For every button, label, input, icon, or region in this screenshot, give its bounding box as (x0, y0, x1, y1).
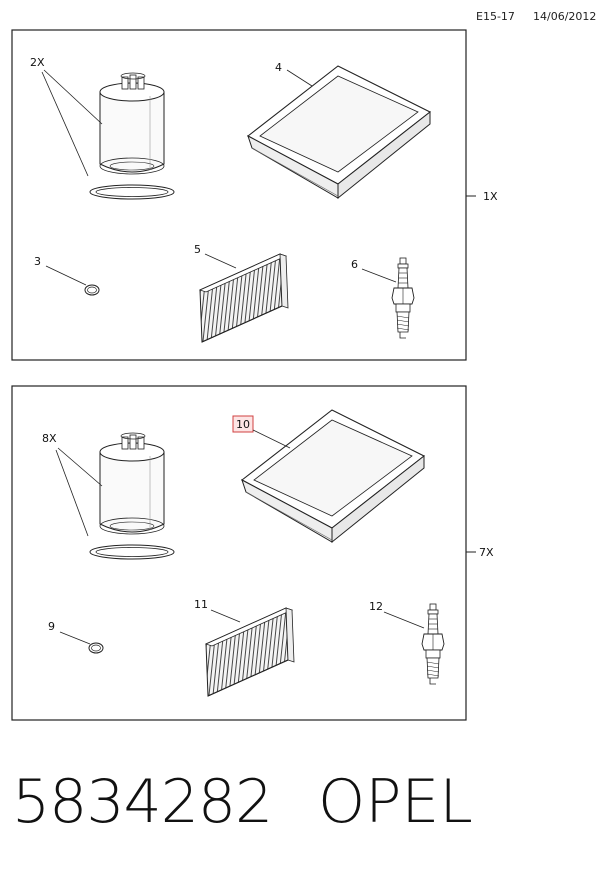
callout-seal-ring: 9 (48, 620, 55, 633)
kit-1-panel: 1X 2X 4 3 5 6 (11, 29, 498, 361)
cabin-filter-icon (205, 607, 295, 697)
callout-oil-filter: 2X (30, 56, 45, 69)
spark-plug-icon (391, 257, 415, 339)
drawing-code: E15-17 (476, 10, 515, 23)
part-number: 5834282 (12, 767, 273, 837)
air-filter-icon (247, 65, 431, 199)
spark-plug-icon (421, 603, 445, 685)
callout-seal-ring: 3 (34, 255, 41, 268)
air-filter-icon (241, 409, 425, 543)
cabin-filter-icon (199, 253, 289, 343)
brand-name: OPEL (318, 767, 473, 837)
callout-oil-filter: 8X (42, 432, 57, 445)
kit-2-quantity: 7X (479, 546, 494, 559)
oil-filter-icon (89, 72, 175, 200)
kit-2-panel: 7X 8X 10 9 11 12 (11, 385, 494, 721)
highlight-box (232, 415, 254, 433)
callout-air-filter: 10 (236, 418, 250, 431)
seal-ring-icon (84, 284, 100, 296)
drawing-date: 14/06/2012 (533, 10, 597, 23)
kit-1-quantity: 1X (483, 190, 498, 203)
oil-filter-icon (89, 432, 175, 560)
callout-spark-plug: 12 (369, 600, 383, 613)
callout-cabin-filter: 5 (194, 243, 201, 256)
callout-spark-plug: 6 (351, 258, 358, 271)
callout-air-filter: 4 (275, 61, 282, 74)
seal-ring-icon (88, 642, 104, 654)
callout-cabin-filter: 11 (194, 598, 208, 611)
